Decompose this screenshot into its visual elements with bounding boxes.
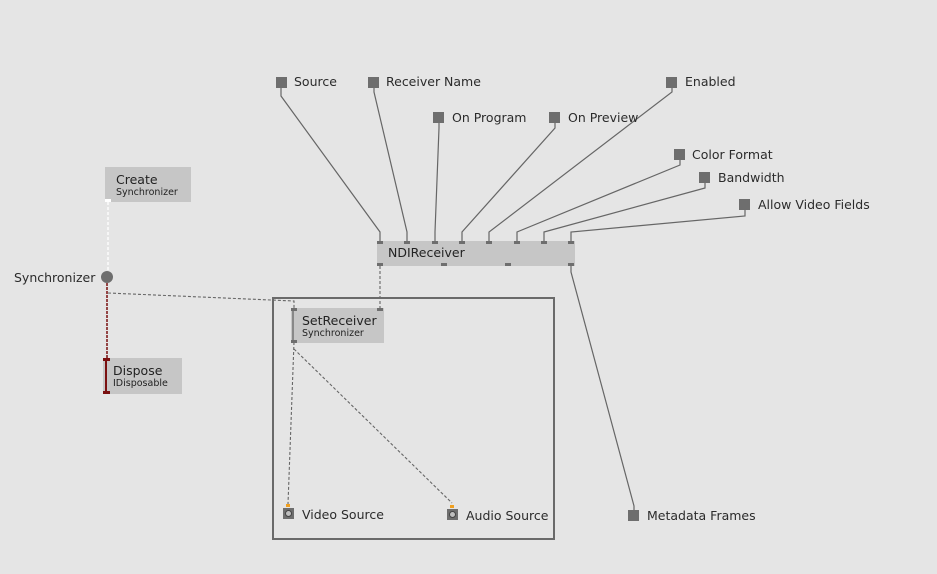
input-port[interactable]: [377, 308, 383, 311]
dispose-type: IDisposable: [113, 378, 168, 389]
link-receiver-name[interactable]: [373, 88, 408, 243]
on-program-label: On Program: [452, 110, 527, 125]
io-marker: [286, 504, 290, 507]
record-icon: [449, 511, 456, 518]
audio-source-pin[interactable]: [447, 505, 458, 520]
input-port[interactable]: [377, 241, 383, 244]
io-marker: [450, 505, 454, 508]
video-source-pin[interactable]: [283, 504, 294, 519]
set-receiver-node[interactable]: SetReceiver Synchronizer: [291, 308, 384, 343]
output-port[interactable]: [377, 263, 383, 266]
record-icon: [285, 510, 292, 517]
link-setreceiver-to-video[interactable]: [287, 341, 295, 505]
output-port[interactable]: [568, 263, 574, 266]
link-on-program[interactable]: [434, 123, 440, 243]
color-format-pin[interactable]: [674, 149, 685, 160]
metadata-frames-pin[interactable]: [628, 510, 639, 521]
enabled-label: Enabled: [685, 74, 736, 89]
input-port[interactable]: [291, 308, 297, 311]
output-port[interactable]: [105, 199, 111, 202]
link-color-format[interactable]: [516, 160, 681, 243]
input-port[interactable]: [103, 358, 110, 361]
region-frame[interactable]: [272, 297, 555, 540]
audio-source-label: Audio Source: [466, 508, 549, 523]
dispose-title: Dispose: [113, 363, 163, 378]
input-port[interactable]: [514, 241, 520, 244]
input-port[interactable]: [404, 241, 410, 244]
set-receiver-title: SetReceiver: [302, 313, 377, 328]
link-enabled[interactable]: [488, 88, 673, 243]
create-type: Synchronizer: [116, 187, 178, 198]
on-preview-label: On Preview: [568, 110, 639, 125]
link-bandwidth[interactable]: [543, 183, 706, 243]
ndi-receiver-title: NDIReceiver: [388, 245, 465, 260]
receiver-name-pin[interactable]: [368, 77, 379, 88]
create-title: Create: [116, 172, 158, 187]
bandwidth-pin[interactable]: [699, 172, 710, 183]
input-port[interactable]: [459, 241, 465, 244]
source-label: Source: [294, 74, 337, 89]
input-port[interactable]: [486, 241, 492, 244]
link-metadata-frames[interactable]: [570, 266, 635, 510]
video-source-label: Video Source: [302, 507, 384, 522]
enabled-pin[interactable]: [666, 77, 677, 88]
link-synchronizer-to-setreceiver[interactable]: [107, 292, 295, 310]
set-receiver-type: Synchronizer: [302, 328, 364, 339]
output-port[interactable]: [441, 263, 447, 266]
on-program-pin[interactable]: [433, 112, 444, 123]
set-receiver-bar: [292, 311, 294, 340]
link-allow-video-fields[interactable]: [570, 210, 746, 243]
output-port[interactable]: [505, 263, 511, 266]
input-port[interactable]: [541, 241, 547, 244]
output-port[interactable]: [103, 391, 110, 394]
source-pin[interactable]: [276, 77, 287, 88]
color-format-label: Color Format: [692, 147, 773, 162]
input-port[interactable]: [568, 241, 574, 244]
synchronizer-pin[interactable]: [101, 271, 113, 283]
metadata-frames-label: Metadata Frames: [647, 508, 756, 523]
allow-video-fields-label: Allow Video Fields: [758, 197, 870, 212]
ndi-receiver-node[interactable]: NDIReceiver: [377, 241, 575, 266]
on-preview-pin[interactable]: [549, 112, 560, 123]
dispose-node[interactable]: Dispose IDisposable: [103, 358, 182, 394]
link-source[interactable]: [280, 88, 381, 243]
synchronizer-label: Synchronizer: [14, 270, 96, 285]
dispose-bar: [105, 361, 107, 391]
bandwidth-label: Bandwidth: [718, 170, 785, 185]
output-port[interactable]: [291, 340, 297, 343]
receiver-name-label: Receiver Name: [386, 74, 481, 89]
create-node[interactable]: Create Synchronizer: [105, 167, 191, 202]
link-setreceiver-to-audio[interactable]: [293, 348, 453, 504]
allow-video-fields-pin[interactable]: [739, 199, 750, 210]
link-on-preview[interactable]: [461, 123, 556, 243]
input-port[interactable]: [432, 241, 438, 244]
